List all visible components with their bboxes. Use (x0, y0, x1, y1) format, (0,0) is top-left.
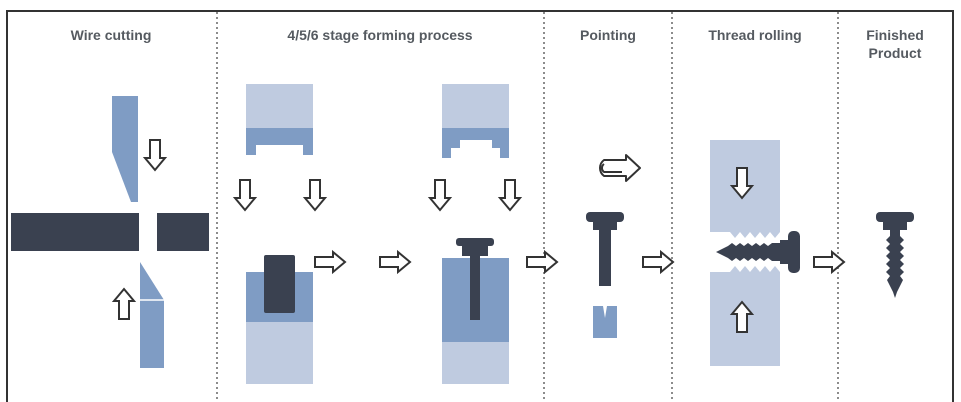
finished-screw-illustration (876, 212, 914, 298)
arrow-right-icon (314, 251, 346, 273)
rolled-screw-body (716, 243, 780, 261)
stage-title-pointing: Pointing (580, 27, 636, 43)
pointed-screw-washer (586, 212, 624, 222)
arrow-down-icon (304, 179, 326, 211)
arrow-down-icon (429, 179, 451, 211)
diagram-frame (6, 10, 954, 402)
die-1-lower (246, 322, 313, 384)
forming-illustration (234, 84, 558, 384)
stage-title-thread-rolling: Thread rolling (708, 27, 801, 43)
arrow-down-icon (499, 179, 521, 211)
wire-stock-left (11, 213, 139, 251)
punch-1-face (246, 128, 313, 155)
rolled-screw-head (780, 240, 788, 264)
die-2-lower (442, 342, 509, 384)
pointing-die (593, 306, 617, 338)
wire-cutting-illustration (11, 96, 209, 368)
finished-screw-washer (876, 212, 914, 222)
arrow-right-icon (813, 251, 845, 273)
punch-1-top (246, 84, 313, 128)
punch-2-top (442, 84, 509, 128)
pointing-illustration (586, 154, 674, 338)
stage-title-wire-cutting: Wire cutting (71, 27, 152, 43)
screw-blank-washer (456, 238, 494, 246)
arrow-right-icon (526, 251, 558, 273)
lower-die-teeth (730, 266, 780, 272)
pointed-screw-shank (599, 230, 611, 286)
rolled-screw-washer (788, 231, 800, 273)
arrow-right-icon (379, 251, 411, 273)
stage-title-finished-line1: Finished (866, 27, 924, 43)
blank-1 (264, 255, 295, 313)
thread-rolling-illustration (710, 140, 845, 366)
punch-2-face (442, 128, 509, 158)
stage-dividers (216, 12, 839, 402)
upper-die-teeth (730, 232, 780, 238)
lower-cutter-blade (140, 262, 164, 368)
stage-title-finished-line2: Product (869, 45, 922, 61)
pointed-screw-head (593, 222, 617, 230)
arrow-right-icon (642, 251, 674, 273)
screw-blank-head (462, 246, 488, 256)
screw-blank-shank (470, 256, 480, 320)
arrow-down-icon (144, 139, 166, 171)
stage-title-forming: 4/5/6 stage forming process (287, 27, 472, 43)
finished-screw-shank (886, 230, 904, 298)
arrow-up-icon (113, 288, 135, 320)
arrow-down-icon (234, 179, 256, 211)
upper-cutter-blade (112, 96, 138, 202)
wire-stock-right (157, 213, 209, 251)
finished-screw-head (883, 222, 907, 230)
rotation-arrow-icon (599, 154, 641, 182)
